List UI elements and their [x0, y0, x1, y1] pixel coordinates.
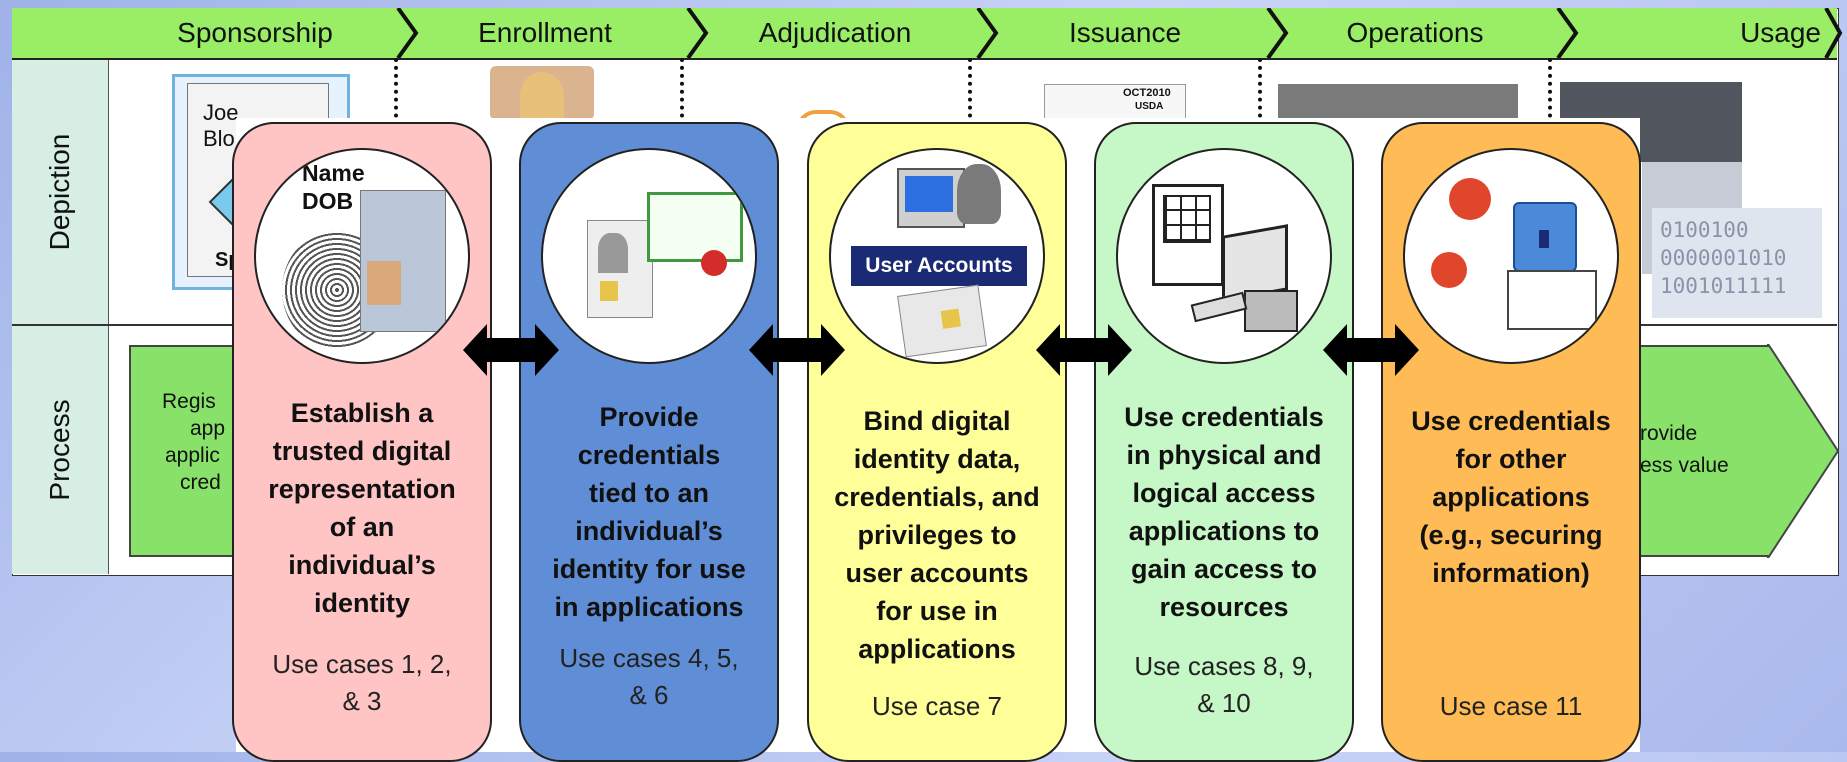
process-text-right: rovide — [1640, 422, 1698, 445]
chevron-separator — [1266, 8, 1289, 58]
workstation-icon — [1244, 290, 1298, 332]
card-use-cases: Use case 7 — [871, 691, 1003, 721]
award-ribbon-icon — [1431, 252, 1467, 288]
card-title: Bind digital identity data, credentials,… — [834, 406, 1040, 664]
binary-text: 0100100 — [1660, 218, 1749, 242]
keypad-icon — [1152, 184, 1224, 286]
circle-icon-user-accounts: User Accounts — [829, 148, 1045, 364]
circle-icon-other-apps — [1403, 148, 1619, 364]
process-text-left: cred — [180, 471, 221, 494]
phase-sponsorship: Sponsorship — [177, 17, 333, 48]
circle-icon-access — [1116, 148, 1332, 364]
double-arrow-icon — [749, 324, 845, 376]
binary-text: 1001011111 — [1660, 274, 1787, 298]
seal-icon — [701, 250, 727, 276]
card-date: OCT2010 — [1123, 87, 1171, 99]
id-card-icon — [587, 220, 653, 318]
process-text-left: applic — [165, 444, 220, 467]
card-title: Establish a trusted digital representati… — [268, 398, 456, 618]
envelope-icon — [1507, 270, 1597, 330]
award-ribbon-icon — [1449, 178, 1491, 220]
row-label-process: Process — [12, 326, 109, 574]
person-icon — [957, 164, 1001, 224]
enrollee-photo — [490, 66, 594, 120]
phase-issuance: Issuance — [1068, 17, 1182, 48]
phase-adjudication: Adjudication — [758, 17, 912, 48]
icon-label-name: Name — [302, 160, 365, 186]
doc-text: Blo — [203, 126, 235, 151]
id-card-icon — [897, 284, 987, 358]
user-accounts-label: User Accounts — [851, 246, 1027, 286]
passport-icon — [360, 190, 446, 332]
chevron-separator — [686, 8, 709, 58]
card-title: Use credentials in physical and logical … — [1124, 402, 1324, 622]
process-text-left: Regis — [162, 390, 216, 413]
phase-usage: Usage — [1740, 17, 1821, 48]
process-text-left: app — [190, 417, 226, 440]
phase-enrollment: Enrollment — [478, 17, 612, 48]
binary-text: 0000001010 — [1660, 246, 1787, 270]
row-label-depiction: Depiction — [12, 60, 109, 324]
process-text-right: ess value — [1640, 454, 1729, 477]
chevron-separator — [1824, 8, 1843, 58]
circle-icon-identity: Name DOB — [254, 148, 470, 364]
card-title: Use credentials for other applications (… — [1411, 406, 1611, 588]
doc-text: Joe — [203, 100, 239, 125]
chevron-separator — [1556, 8, 1579, 58]
row-label-depiction-text: Depiction — [44, 133, 75, 251]
card-use-cases: Use cases 4, 5, & 6 — [559, 643, 739, 710]
chevron-separator — [396, 8, 419, 58]
certificate-icon — [647, 192, 743, 262]
phase-bar — [12, 8, 1837, 60]
keyboard-icon — [1190, 291, 1248, 323]
row-label-process-text: Process — [44, 399, 75, 501]
lock-icon — [1513, 202, 1577, 272]
binary-image: 0100100 0000001010 1001011111 — [1652, 208, 1822, 318]
card-use-cases: Use cases 1, 2, & 3 — [272, 649, 452, 716]
double-arrow-icon — [463, 324, 559, 376]
double-arrow-icon — [1323, 324, 1419, 376]
card-org: USDA — [1135, 101, 1164, 112]
phase-operations: Operations — [1346, 17, 1484, 48]
operations-photo — [1278, 84, 1518, 124]
double-arrow-icon — [1036, 324, 1132, 376]
card-use-cases: Use cases 8, 9, & 10 — [1134, 651, 1314, 718]
chevron-separator — [976, 8, 999, 58]
icon-label-dob: DOB — [302, 188, 354, 214]
card-use-cases: Use case 11 — [1439, 691, 1583, 721]
card-title: Provide credentials tied to an individua… — [552, 402, 746, 622]
computer-icon — [897, 168, 965, 228]
circle-icon-credentials — [541, 148, 757, 364]
